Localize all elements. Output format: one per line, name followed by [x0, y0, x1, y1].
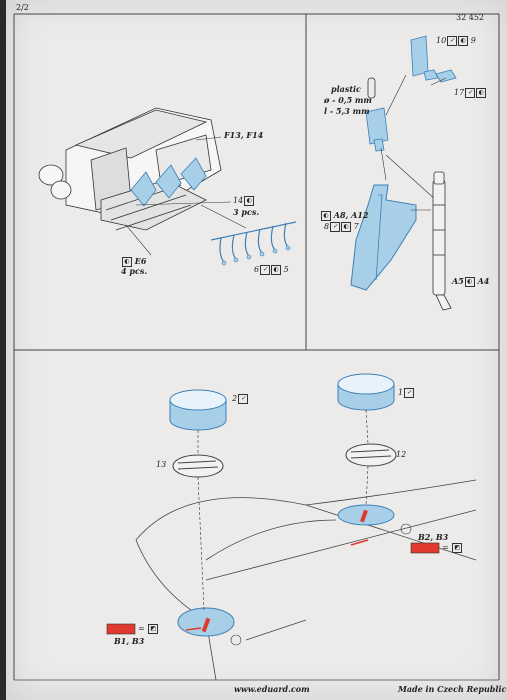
- engine-blue-parts: [130, 157, 207, 207]
- etch-icon: ◐: [476, 88, 487, 98]
- wire-harness: [210, 221, 297, 263]
- product-code: 32 452: [456, 13, 484, 22]
- check-icon: ✓: [465, 88, 476, 98]
- swatch-b2-symbols: = ◩: [442, 543, 463, 553]
- disc-12: [345, 443, 397, 467]
- footer-made: Made in Czech Republic: [398, 684, 507, 694]
- callout-12: 12: [396, 450, 407, 459]
- bracket-plate: [365, 107, 389, 152]
- callout-2: 2✓: [232, 394, 249, 404]
- engine-leaders: [125, 136, 247, 256]
- callout-a8: ◐ A8, A12: [320, 210, 368, 221]
- callout-1: 1✓: [398, 388, 415, 398]
- etch-icon: ◐: [244, 196, 255, 206]
- check-icon: ✓: [238, 394, 249, 404]
- wire-ends: [221, 245, 291, 266]
- fuselage: [135, 479, 477, 681]
- ring-2: [169, 389, 227, 431]
- plastic-label: plastic: [331, 84, 361, 94]
- callout-6-5: 6✓◐ 5: [254, 265, 289, 275]
- line-art: [13, 13, 500, 681]
- page-number: 2/2: [16, 3, 29, 12]
- engine-drawing: [38, 107, 222, 231]
- instruction-sheet: 2/2 32 452 F13, F14 14◐ 3 pcs. ◐ E6 4 pc…: [6, 0, 507, 700]
- callout-13: 13: [156, 460, 167, 469]
- callout-f13: F13, F14: [224, 130, 264, 140]
- red-strips: [185, 539, 369, 631]
- callout-14: 14◐: [233, 196, 255, 206]
- guide-lines: [197, 409, 369, 611]
- bracket-17: [435, 69, 457, 83]
- callout-b1: B1, B3: [114, 636, 145, 646]
- paint-icon: ◐: [464, 277, 475, 287]
- ring-1: [337, 373, 395, 411]
- plastic-diameter: ø - 0,5 mm: [324, 95, 372, 105]
- swatch-red-b2: [410, 542, 440, 554]
- etch-icon: ◐: [458, 36, 469, 46]
- swatch-b1-symbols: = ◩: [138, 624, 159, 634]
- check-icon: ✓: [447, 36, 458, 46]
- callout-e6: ◐ E6: [121, 256, 146, 267]
- callout-14-qty: 3 pcs.: [233, 207, 260, 217]
- upper-right-leaders: [380, 74, 447, 201]
- disc-13: [172, 454, 224, 478]
- swatch-red-b1: [106, 623, 136, 635]
- bracket-10: [410, 35, 439, 81]
- cutout-left: [177, 607, 235, 637]
- check-icon: ✓: [404, 388, 415, 398]
- plastic-rod: [367, 77, 376, 99]
- cutout-right: [337, 504, 395, 526]
- long-tube: [432, 171, 452, 311]
- plastic-length: l - 5,3 mm: [324, 106, 370, 116]
- paint-icon: ◩: [148, 624, 159, 634]
- callout-10-9: 10✓◐ 9: [436, 36, 476, 46]
- callout-17: 17✓◐: [454, 88, 487, 98]
- check-icon: ✓: [260, 265, 271, 275]
- paint-icon: ◐: [321, 211, 331, 221]
- etch-icon: ◐: [341, 222, 352, 232]
- callout-a5-a4: A5◐ A4: [452, 276, 490, 287]
- paint-icon: ◩: [452, 543, 463, 553]
- callout-b2: B2, B3: [418, 532, 449, 542]
- control-frame: [350, 184, 417, 291]
- etch-icon: ◐: [271, 265, 282, 275]
- callout-8-7: 8✓◐ 7: [324, 222, 359, 232]
- footer-site: www.eduard.com: [234, 684, 310, 694]
- callout-e6-qty: 4 pcs.: [121, 266, 148, 276]
- check-icon: ✓: [330, 222, 341, 232]
